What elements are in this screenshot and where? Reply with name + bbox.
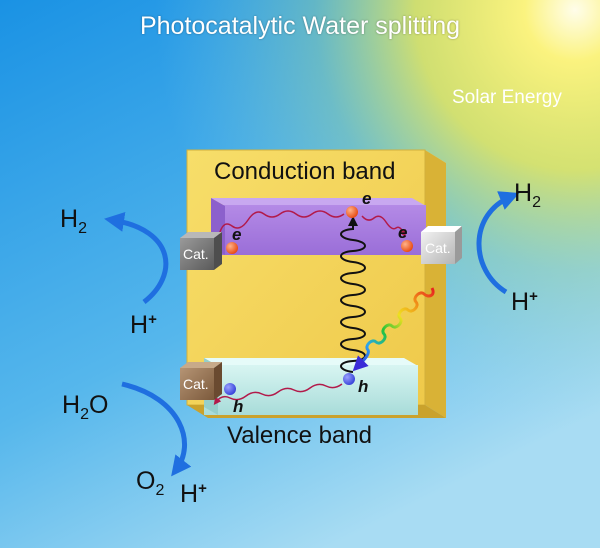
cocatalyst-label-left-cb: Cat. [183, 246, 209, 262]
h-plus-label-right: H+ [511, 288, 538, 316]
cocatalyst-label-left-vb: Cat. [183, 376, 209, 392]
reaction-arrow-left-h2 [104, 211, 169, 304]
cocatalyst-right-cb [421, 226, 462, 264]
cocatalyst-left-cb [180, 232, 222, 270]
cocatalyst-label-right-cb: Cat. [425, 240, 451, 256]
electron-label-left: e [232, 225, 242, 244]
hole-label-left: h [233, 397, 244, 416]
excitation-spring [340, 216, 366, 373]
hole-dot-left [224, 383, 236, 395]
o2-label: O2 [136, 467, 165, 499]
valence-band-label: Valence band [227, 422, 373, 449]
diagram-title: Photocatalytic Water splitting [139, 12, 461, 40]
conduction-band-label: Conduction band [214, 158, 396, 185]
h2-label-left: H2 [60, 205, 87, 237]
electron-dot-right [401, 240, 413, 252]
electron-dot-left [226, 242, 238, 254]
hole-dot-right [343, 373, 355, 385]
electron-label-right: e [398, 223, 408, 242]
h2-label-right: H2 [514, 179, 541, 211]
hole-migration-arrow [213, 383, 343, 405]
solar-energy-label: Solar Energy [452, 87, 562, 108]
electron-dot-top [346, 206, 358, 218]
h-plus-label-bottom: H+ [180, 480, 207, 508]
reaction-arrow-left-o2 [121, 381, 192, 477]
cocatalyst-left-vb [180, 362, 222, 400]
conduction-band-block [211, 198, 426, 255]
electron-label-top: e [362, 189, 372, 208]
reaction-arrow-right-h2 [476, 191, 520, 295]
electron-migration-right-arrow [361, 215, 406, 238]
h2o-label: H2O [62, 391, 109, 423]
electron-migration-left-arrow [204, 210, 345, 244]
light-photon-wave [352, 287, 435, 372]
hole-label-right: h [358, 377, 369, 396]
h-plus-label-left: H+ [130, 311, 157, 339]
